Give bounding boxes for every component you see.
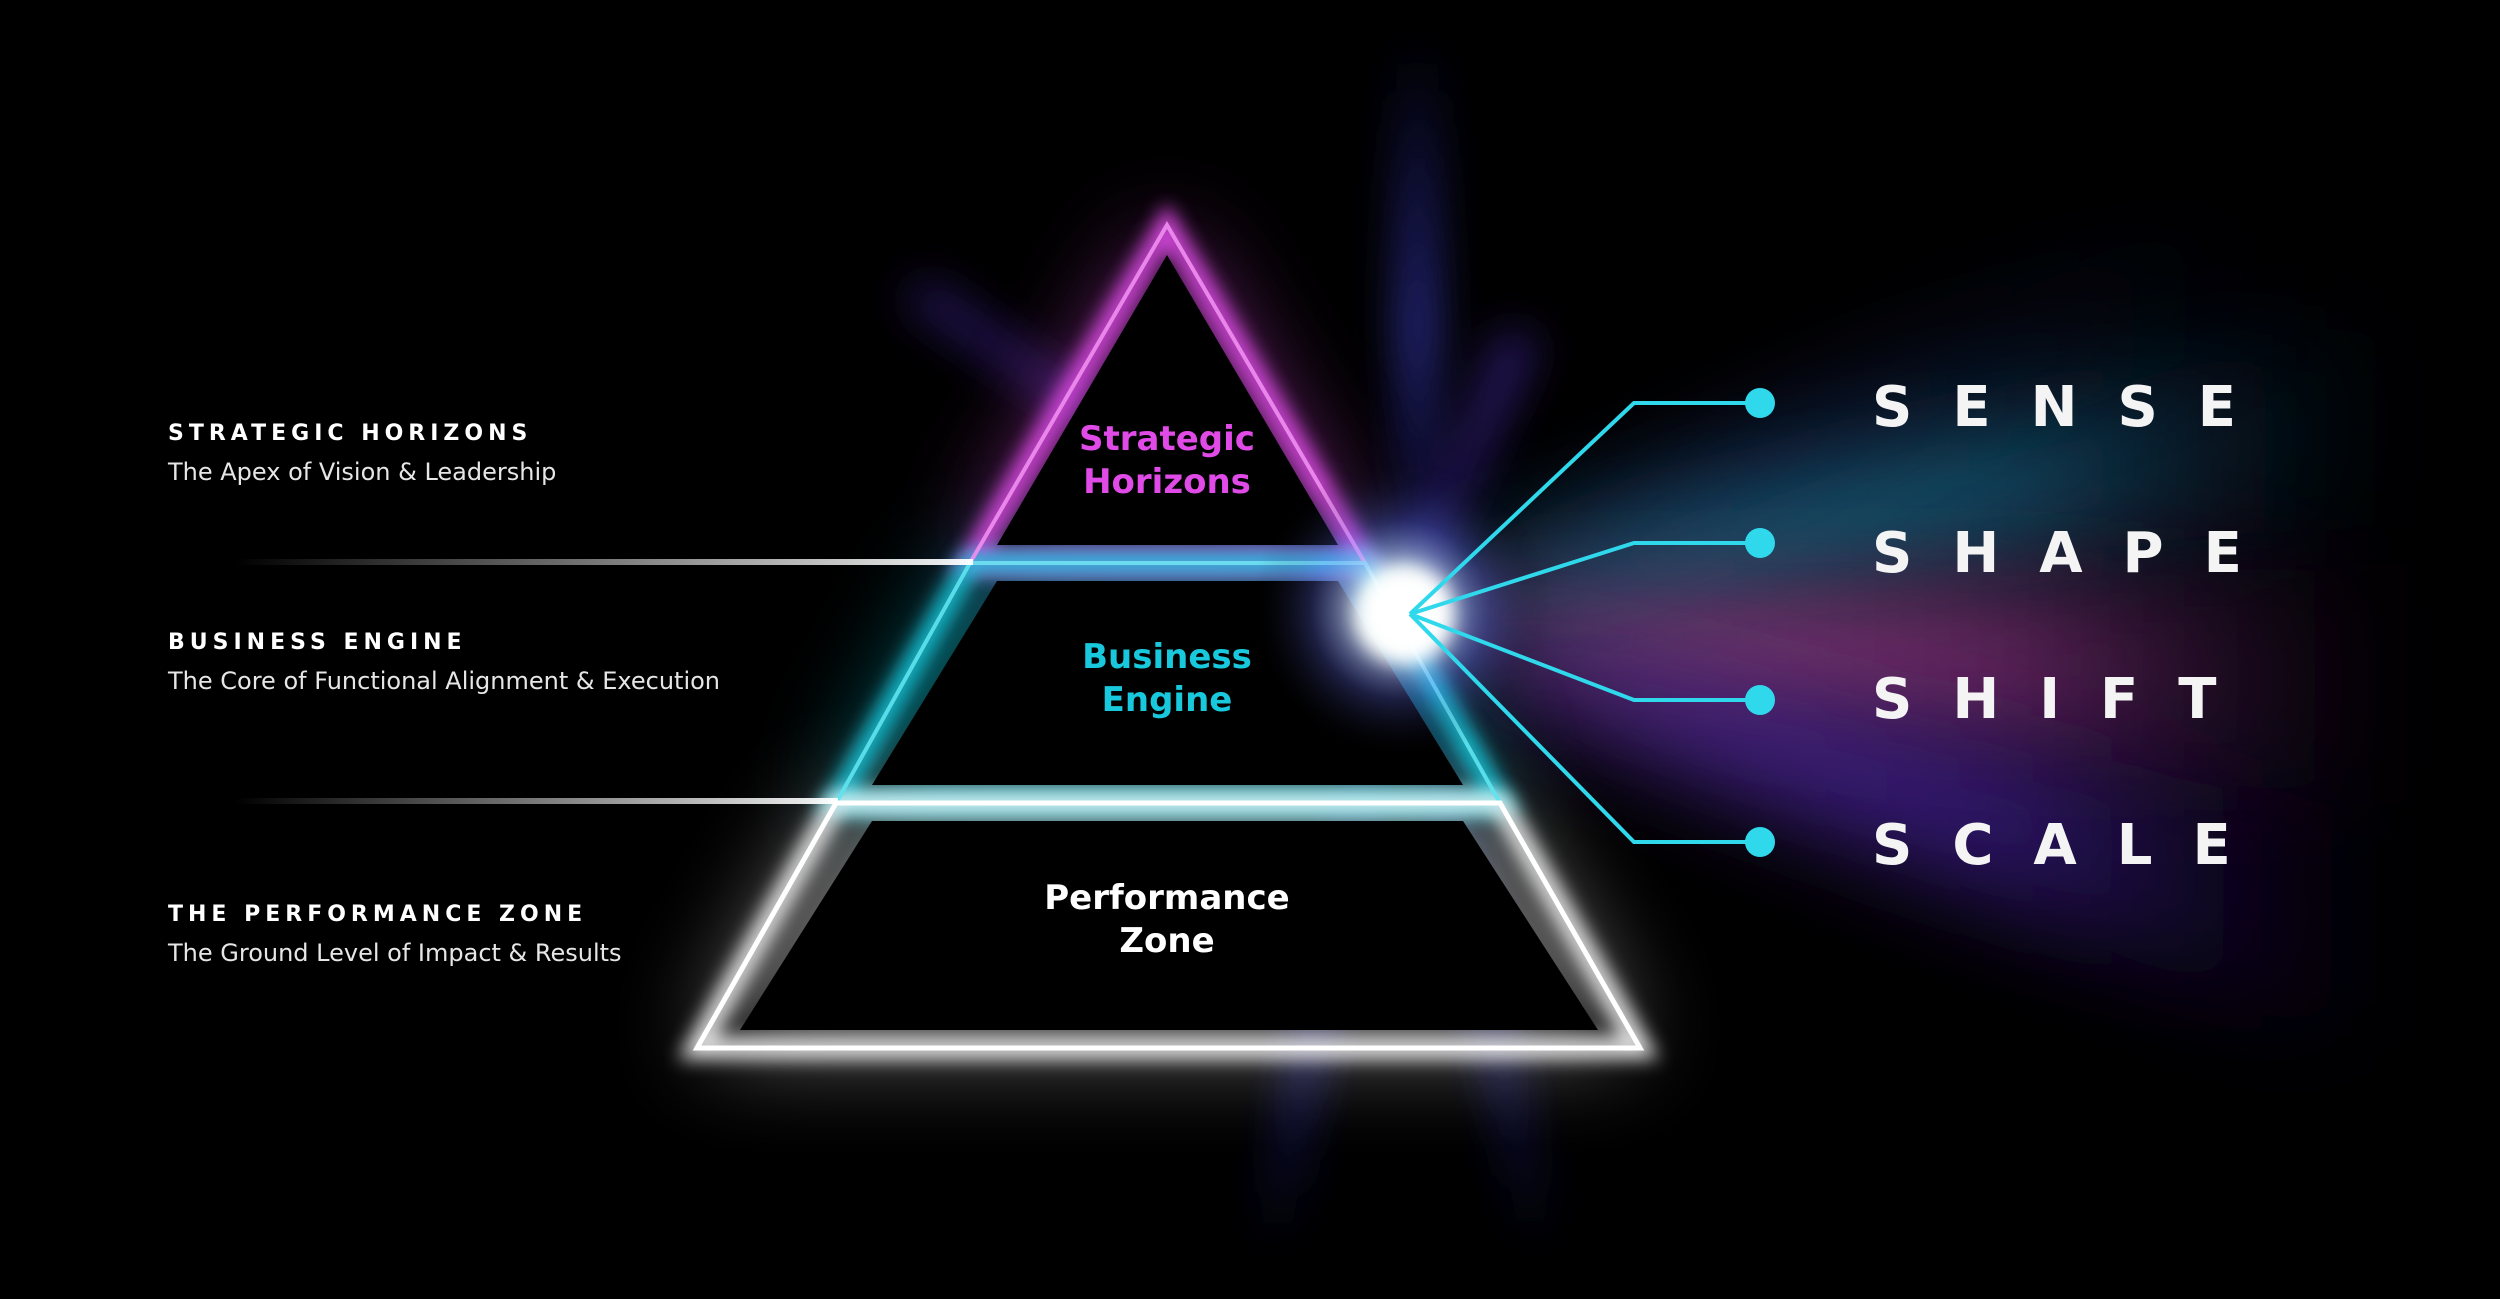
dot-scale <box>1745 827 1775 857</box>
light-burst <box>1250 460 1550 760</box>
separator-bars <box>235 559 973 804</box>
tier-base <box>740 821 1598 1030</box>
word-sense: SENSE <box>1872 375 2276 440</box>
label-business-subtitle: The Core of Functional Alignment & Execu… <box>167 667 720 695</box>
spectrum-beams <box>1410 150 2400 1080</box>
label-performance-title: THE PERFORMANCE ZONE <box>168 902 587 927</box>
connector-scale <box>1408 612 1760 844</box>
word-scale: SCALE <box>1872 813 2271 878</box>
connector-shift <box>1409 612 1760 702</box>
tier-labels: Strategic Horizons Business Engine Perfo… <box>1044 419 1289 961</box>
word-shape: SHAPE <box>1872 521 2282 586</box>
label-strategic-subtitle: The Apex of Vision & Leadership <box>167 458 556 486</box>
word-shift: SHIFT <box>1872 667 2257 732</box>
right-words: SENSE SHAPE SHIFT SCALE <box>1872 375 2282 878</box>
connector-shape <box>1409 541 1760 616</box>
tier-apex <box>997 255 1338 545</box>
tier-strategic-line2: Horizons <box>1083 462 1251 502</box>
separator-bar-bottom <box>235 798 838 804</box>
pyramid-tiers <box>740 255 1598 1030</box>
pyramid-outline <box>692 221 1645 1051</box>
label-strategic-title: STRATEGIC HORIZONS <box>168 421 532 446</box>
dot-sense <box>1745 388 1775 418</box>
dot-shift <box>1745 685 1775 715</box>
tier-business-line2: Engine <box>1102 680 1233 720</box>
label-business-title: BUSINESS ENGINE <box>168 630 467 655</box>
tier-business-line1: Business <box>1082 637 1252 677</box>
connectors <box>1408 401 1760 844</box>
tier-strategic-line1: Strategic <box>1079 419 1255 459</box>
connector-sense <box>1408 401 1760 616</box>
separator-bar-top <box>235 559 973 565</box>
dot-shape <box>1745 528 1775 558</box>
tier-performance-line2: Zone <box>1119 921 1214 961</box>
tier-performance-line1: Performance <box>1044 878 1289 918</box>
left-labels: STRATEGIC HORIZONS The Apex of Vision & … <box>167 421 720 967</box>
label-performance-subtitle: The Ground Level of Impact & Results <box>167 939 622 967</box>
connector-dots <box>1745 388 1775 857</box>
